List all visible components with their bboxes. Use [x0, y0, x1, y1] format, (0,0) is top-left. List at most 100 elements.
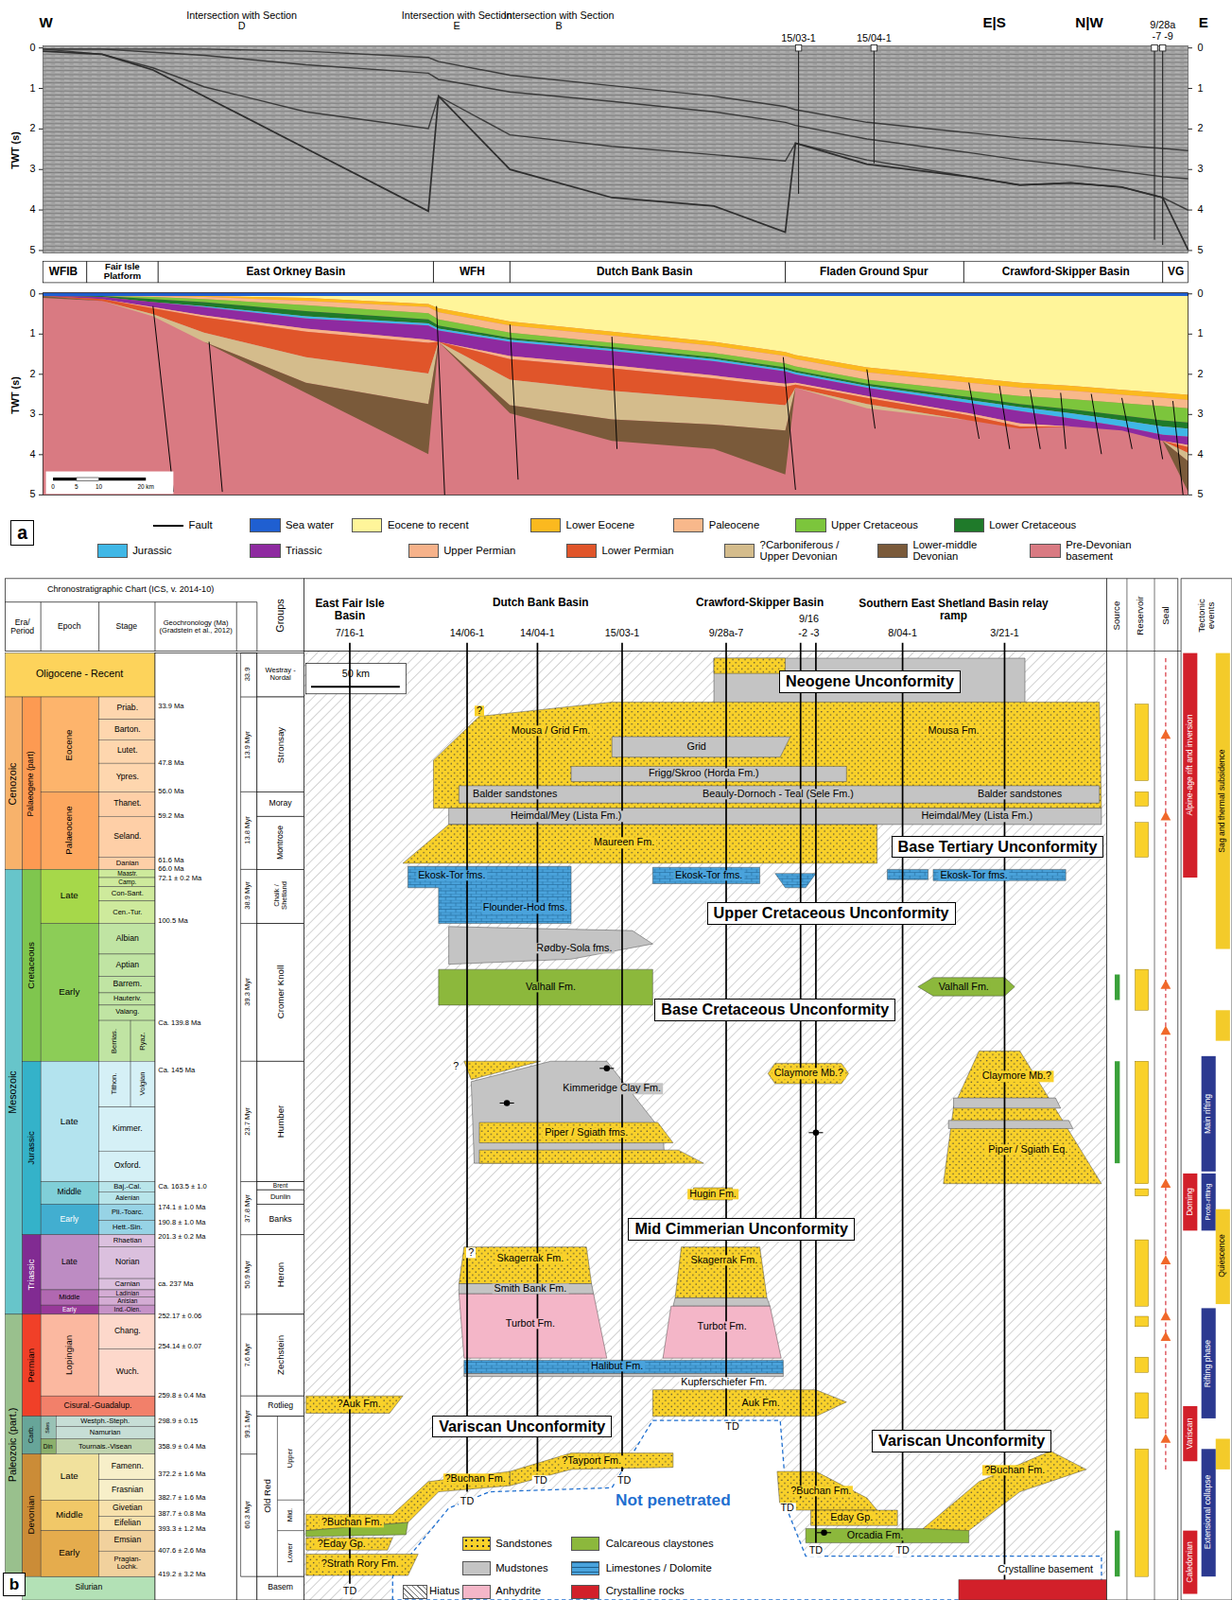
stage-ground [99, 923, 156, 955]
text-label: 59.2 Ma [157, 812, 184, 820]
group-cell [257, 791, 305, 816]
tectonic-bar [1182, 1405, 1198, 1461]
axis-tick [1188, 47, 1193, 49]
text-label: 372.2 ± 1.6 Ma [157, 1470, 206, 1478]
text-label: Cromer Knoll [276, 965, 286, 1020]
reservoir-bar [1135, 822, 1149, 858]
stage-ground [99, 868, 156, 878]
stage-cell [99, 901, 156, 924]
stage-ground [99, 1516, 156, 1531]
text-label: 4 [1197, 449, 1204, 460]
unconformity-box: Base Tertiary Unconformity [891, 835, 1105, 859]
stage-ground [99, 1479, 156, 1501]
well-symbol [1151, 44, 1158, 51]
legend-label: Lower Permian [601, 545, 674, 557]
fault-line [1060, 392, 1066, 449]
group-cell [257, 653, 305, 697]
text-label: Lutet. [117, 746, 139, 756]
text-label: 0 [1197, 288, 1204, 299]
reservoir-bar [1135, 969, 1149, 1010]
seal-triangle [1160, 1024, 1171, 1035]
text-label: 3 [1197, 409, 1204, 420]
stage-cell [99, 719, 156, 741]
legend-swatch [877, 543, 908, 558]
text-label: 15/03-1 [780, 33, 816, 44]
formation-sand [479, 1149, 704, 1163]
group-cell [257, 1576, 305, 1600]
stage-cell [99, 1107, 156, 1151]
legend-swatch [249, 543, 280, 558]
text-label: Balder sandstones [975, 788, 1064, 799]
chart-cell [22, 1576, 156, 1600]
legend-label: Pre-Devonian basement [1065, 539, 1168, 563]
bold-label: WFIB [49, 265, 78, 278]
text-label: Siles [45, 1422, 52, 1434]
text-label: Albian [116, 934, 139, 943]
text-label: 13.9 Myr [243, 730, 252, 759]
text-label: Moray [269, 799, 293, 809]
text-label: 37.8 Myr [243, 1194, 252, 1222]
axis-tick [1188, 293, 1193, 295]
text-label: 387.7 ± 0.8 Ma [157, 1509, 206, 1518]
text-label: Variscan [1185, 1418, 1195, 1450]
text-label: ? [451, 1060, 461, 1072]
group-cell [257, 923, 305, 1062]
text-label: 0 [51, 483, 55, 490]
legend-label: Hiatus [429, 1585, 460, 1597]
seismic-reflector [42, 49, 1188, 210]
axis-tick [38, 453, 43, 455]
fault-line [1029, 389, 1041, 450]
text-label: 100.5 Ma [157, 917, 188, 925]
bold-label: E [1198, 15, 1209, 31]
formation-sand [306, 1553, 419, 1576]
stage-ground [55, 1416, 156, 1427]
axis-tick [38, 333, 43, 335]
text-label: 4 [30, 449, 36, 460]
text-label: Emsian [113, 1536, 141, 1545]
formation-sand [458, 1247, 591, 1285]
formation-mud [571, 765, 847, 781]
text-label: 33.9 Ma [157, 702, 184, 711]
duration-column [236, 653, 258, 1600]
grid-line [4, 601, 257, 603]
text-label: ?Buchan Fm. [319, 1516, 384, 1527]
seal-triangle [1160, 811, 1171, 821]
scale-bar-box [46, 471, 174, 495]
basin-divider [157, 260, 159, 283]
text-label: ? [474, 705, 485, 716]
axis-tick [38, 293, 43, 295]
text-label: 14/06-1 [450, 627, 486, 639]
reservoir-bar [1135, 704, 1149, 781]
text-label: 298.9 ± 0.15 [157, 1417, 198, 1425]
scale-bar [76, 477, 100, 481]
bold-label: W [38, 15, 53, 31]
stage-ground [55, 1426, 156, 1440]
section-layer [42, 293, 1188, 296]
formation-calc [438, 969, 654, 1006]
tectonic-bar [1182, 1530, 1198, 1595]
stage-ground [130, 1060, 156, 1108]
formation-mud [458, 785, 1099, 803]
text-label: Maureen Fm. [591, 837, 657, 849]
legend-label: Sea water [285, 520, 334, 532]
tectonic-bar [1215, 1209, 1231, 1304]
stage-cell [99, 1191, 156, 1204]
bold-label: Crawford-Skipper Basin [1002, 265, 1130, 278]
stage-cell [99, 1454, 156, 1480]
text-label: Early [58, 987, 80, 997]
box-text: Variscan Unconformity [438, 1418, 606, 1436]
text-label: Norian [115, 1258, 139, 1267]
chart-cell [40, 1395, 156, 1417]
chart-cell [40, 1499, 99, 1530]
chart-cell [40, 1203, 99, 1234]
text-label: Chang. [114, 1327, 141, 1337]
duration-tick [241, 1576, 258, 1578]
text-label: Intersection with Section E [400, 9, 514, 32]
formation-mud [458, 1283, 593, 1294]
text-label: Aptian [116, 960, 139, 970]
text-label: Carb. [27, 1425, 35, 1443]
hiatus-ground [303, 650, 1107, 1600]
section-layer [42, 295, 1188, 492]
stage-ground [99, 1304, 156, 1315]
text-label: Ekosk-Tor fms. [416, 869, 487, 881]
